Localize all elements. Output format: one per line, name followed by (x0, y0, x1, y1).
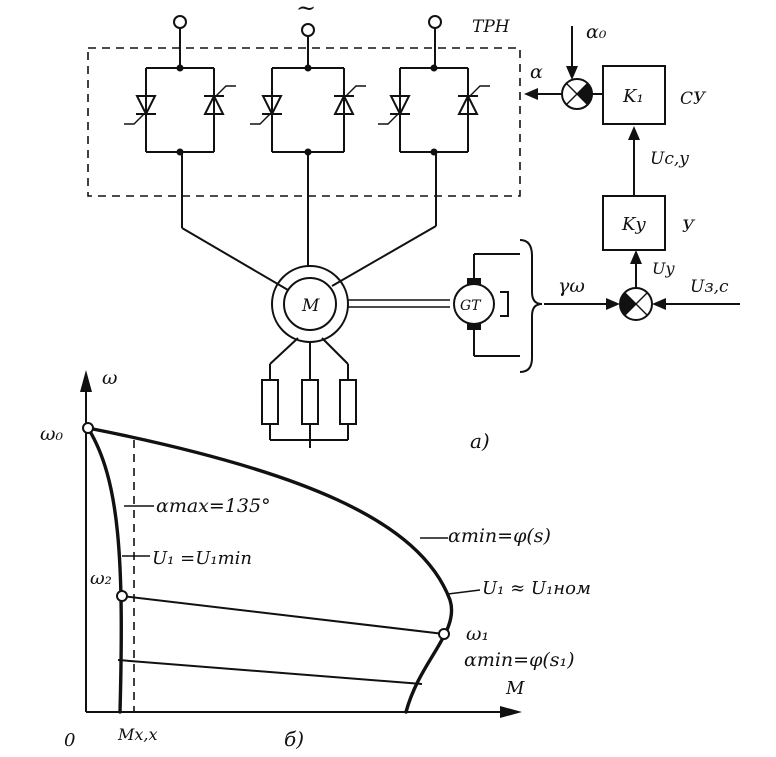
caption-b: б) (284, 727, 304, 751)
trn-dashed-boundary (87, 47, 521, 197)
omega1-label: ω₁ (466, 623, 489, 645)
thyristor-pair-1 (124, 64, 236, 156)
k1-label: K₁ (622, 86, 644, 107)
point-omega2 (116, 590, 128, 602)
ky-label: Kу (621, 214, 646, 235)
alpha-min-s1-label: αmin=φ(s₁) (464, 649, 575, 671)
axis-x-label: M (505, 678, 525, 699)
thyristor-pairs (124, 64, 490, 156)
summing-junction-alpha (524, 26, 603, 110)
u-amplifier-label: У (682, 217, 696, 237)
axis-y-label: ω (102, 367, 118, 389)
summing-junction-speed (544, 287, 740, 321)
ac-tilde-label: ~ (296, 0, 316, 22)
alpha0-label: α₀ (586, 21, 607, 43)
k1-block (602, 65, 666, 125)
alpha-min-s-label: αmin=φ(s) (448, 525, 551, 547)
supply-terminals (173, 15, 442, 68)
ky-block (602, 195, 666, 251)
terminal-phase-a (173, 15, 187, 29)
caption-a: а) (470, 429, 490, 453)
point-omega0 (82, 422, 94, 434)
gamma-omega-label: γω (558, 275, 585, 297)
motor-label: M (301, 296, 320, 316)
point-omega1 (438, 628, 450, 640)
curve-alpha-min-s (86, 426, 454, 714)
u1-nom-label: U₁ ≈ U₁ном (482, 578, 591, 599)
line-lower-characteristic (117, 659, 423, 685)
characteristic-curves (86, 426, 454, 714)
tachogenerator (453, 239, 543, 373)
characteristic-points (82, 422, 450, 640)
mxx-label: Mx,x (117, 725, 158, 744)
terminal-phase-c (428, 15, 442, 29)
ucy-label: Uс,у (650, 149, 689, 169)
uy-label: Uу (652, 259, 675, 278)
terminal-phase-b (301, 23, 315, 37)
omega0-label: ω₀ (40, 423, 63, 445)
rotor-resistors (261, 337, 357, 448)
curve-alpha-max (86, 426, 123, 714)
ucy-signal-line (628, 126, 640, 196)
origin-label: 0 (64, 730, 75, 751)
thyristor-pair-2 (250, 64, 366, 156)
trn-label: ТРН (472, 17, 511, 37)
uzs-label: Uз,с (690, 277, 729, 297)
su-label: СУ (680, 89, 707, 109)
line-omega2-omega1 (121, 595, 445, 635)
motor-supply-lines (181, 152, 437, 291)
label-leaders (122, 505, 481, 595)
alpha-label: α (530, 61, 543, 83)
uy-signal-line (630, 250, 642, 288)
motor-shaft (348, 299, 450, 308)
tacho-label: GT (460, 298, 482, 314)
thyristor-pair-3 (378, 64, 490, 156)
u1-min-label: U₁ =U₁min (152, 548, 252, 569)
omega2-label: ω₂ (90, 568, 112, 589)
graph-axes (80, 370, 522, 718)
alpha-max-label: αmax=135° (156, 495, 271, 517)
